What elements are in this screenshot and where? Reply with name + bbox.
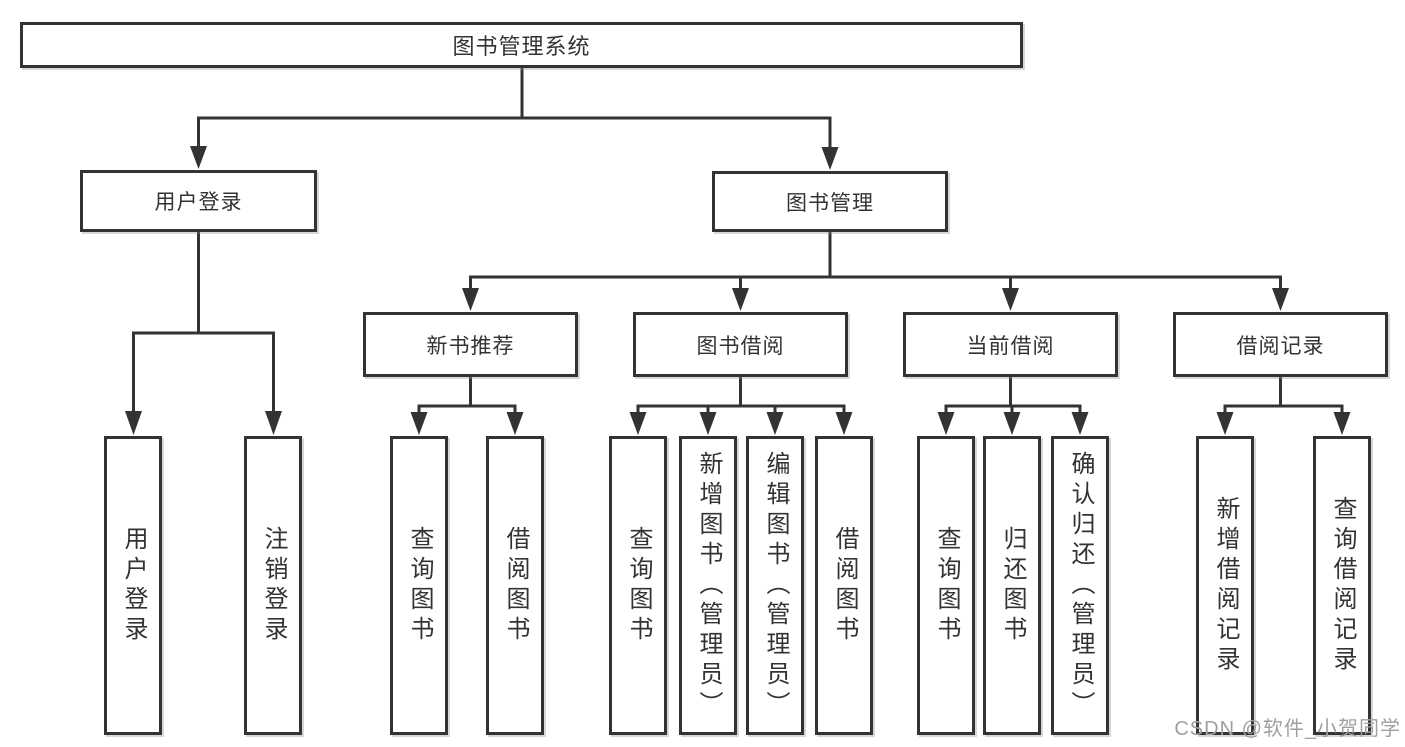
node-label: 新书推荐	[426, 334, 515, 358]
node-current-borrowing: 当前借阅	[903, 312, 1118, 377]
node-label: 借阅图书	[502, 525, 529, 646]
leaf-add-borrow-record: 新增借阅记录	[1196, 436, 1254, 735]
arrowhead	[506, 412, 524, 435]
leaf-query-books-borrow: 查询图书	[609, 436, 667, 735]
node-label: 新增图书（管理员）	[695, 450, 722, 721]
arrowhead	[1216, 412, 1234, 435]
arrowhead	[125, 411, 142, 435]
node-label: 注销登录	[260, 525, 287, 646]
leaf-query-books-recommend: 查询图书	[390, 436, 448, 735]
arrowheads	[125, 146, 1351, 435]
connector-root-to-level2	[197, 66, 832, 149]
node-new-book-recommendation: 新书推荐	[363, 312, 578, 377]
leaf-edit-books-admin: 编辑图书（管理员）	[746, 436, 804, 735]
node-borrowing-records: 借阅记录	[1173, 312, 1388, 377]
connector-bookmgmt-to-level3	[469, 231, 1282, 291]
arrowhead	[835, 412, 853, 435]
node-book-management: 图书管理	[712, 171, 948, 232]
leaf-query-books-current: 查询图书	[917, 436, 975, 735]
connector-borrow-to-leaves	[636, 375, 846, 415]
arrowhead	[699, 412, 717, 435]
arrowhead	[1002, 288, 1019, 311]
leaf-borrow-books: 借阅图书	[815, 436, 873, 735]
arrowhead	[1003, 412, 1021, 435]
leaf-return-books: 归还图书	[983, 436, 1041, 735]
arrowhead	[821, 147, 839, 170]
node-label: 借阅图书	[831, 525, 858, 646]
arrowhead	[410, 412, 428, 435]
node-label: 查询借阅记录	[1329, 495, 1356, 676]
node-root-book-management-system: 图书管理系统	[20, 22, 1023, 68]
arrowhead	[732, 288, 749, 311]
connector-userlogin-to-leaves	[132, 231, 275, 413]
node-label: 图书管理	[786, 191, 874, 215]
node-label: 新增借阅记录	[1212, 495, 1239, 676]
connector-records-to-leaves	[1223, 375, 1344, 415]
leaf-logout: 注销登录	[244, 436, 302, 735]
arrowhead	[1071, 412, 1089, 435]
arrowhead	[937, 412, 955, 435]
leaf-borrow-books-recommend: 借阅图书	[486, 436, 544, 735]
node-book-borrowing: 图书借阅	[633, 312, 848, 377]
arrowhead	[265, 411, 282, 435]
node-label: 查询图书	[406, 525, 433, 646]
node-label: 当前借阅	[966, 334, 1055, 358]
csdn-watermark: CSDN @软件_小贺同学	[1174, 718, 1401, 740]
node-label: 用户登录	[154, 191, 243, 214]
arrowhead	[1272, 288, 1289, 311]
leaf-add-books-admin: 新增图书（管理员）	[679, 436, 737, 735]
node-label: 借阅记录	[1236, 334, 1325, 358]
arrowhead	[190, 146, 207, 169]
connector-current-to-leaves	[944, 375, 1082, 415]
node-label: 确认归还（管理员）	[1067, 450, 1094, 721]
arrowhead	[462, 288, 479, 311]
node-label: 图书管理系统	[452, 34, 591, 59]
leaf-confirm-return-admin: 确认归还（管理员）	[1051, 436, 1109, 735]
node-label: 归还图书	[999, 525, 1026, 646]
node-user-login: 用户登录	[80, 170, 317, 232]
node-label: 查询图书	[625, 525, 652, 646]
arrowhead	[1333, 412, 1351, 435]
node-label: 查询图书	[933, 525, 960, 646]
leaf-query-borrow-record: 查询借阅记录	[1313, 436, 1371, 735]
node-label: 编辑图书（管理员）	[762, 450, 789, 721]
arrowhead	[766, 412, 784, 435]
connector-newbook-to-leaves	[417, 375, 517, 415]
arrowhead	[629, 412, 647, 435]
node-label: 用户登录	[120, 525, 147, 646]
node-label: 图书借阅	[696, 334, 785, 358]
leaf-user-login: 用户登录	[104, 436, 162, 735]
